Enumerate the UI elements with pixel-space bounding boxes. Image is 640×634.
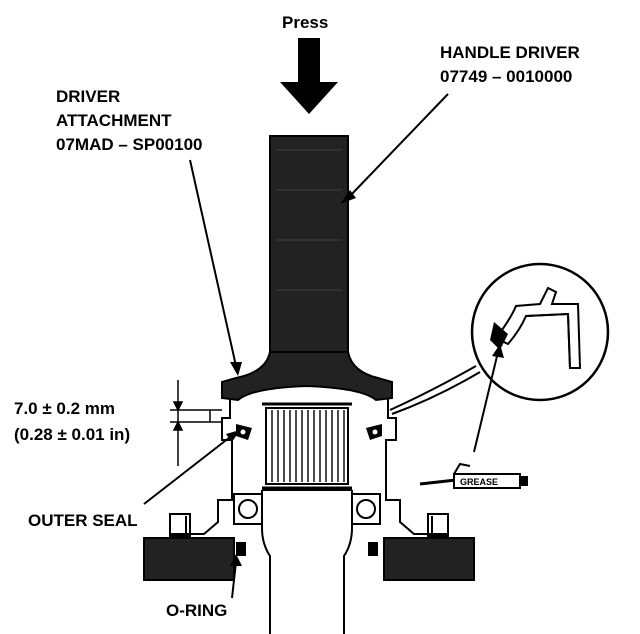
support-block [143, 537, 475, 581]
o-ring [236, 542, 378, 556]
grease-label: GREASE [460, 477, 498, 487]
dimension-imperial: (0.28 ± 0.01 in) [14, 425, 130, 444]
o-ring-label: O-RING [166, 601, 227, 620]
handle-driver-shaft [269, 135, 349, 353]
leader-lines [143, 93, 504, 599]
driver-attachment-name-2: ATTACHMENT [56, 111, 172, 130]
output-shaft [261, 489, 353, 634]
dimension-marker [170, 380, 222, 466]
outer-seal-label: OUTER SEAL [28, 511, 138, 530]
driver-attachment-part-number: 07MAD – SP00100 [56, 135, 202, 154]
ball-bearing [233, 493, 381, 525]
housing [169, 398, 449, 548]
outer-seal [236, 424, 382, 440]
needle-bearing [262, 402, 352, 490]
driver-attachment-name-1: DRIVER [56, 87, 120, 106]
dimension-metric: 7.0 ± 0.2 mm [14, 399, 115, 418]
handle-driver-name: HANDLE DRIVER [440, 43, 580, 62]
grease-tube [419, 462, 528, 489]
press-arrow [280, 38, 338, 114]
handle-driver-part-number: 07749 – 0010000 [440, 67, 572, 86]
seal-detail-magnifier [470, 262, 610, 402]
magnifier-lead-lines [389, 365, 481, 415]
press-label: Press [282, 13, 328, 32]
driver-attachment [221, 351, 393, 402]
